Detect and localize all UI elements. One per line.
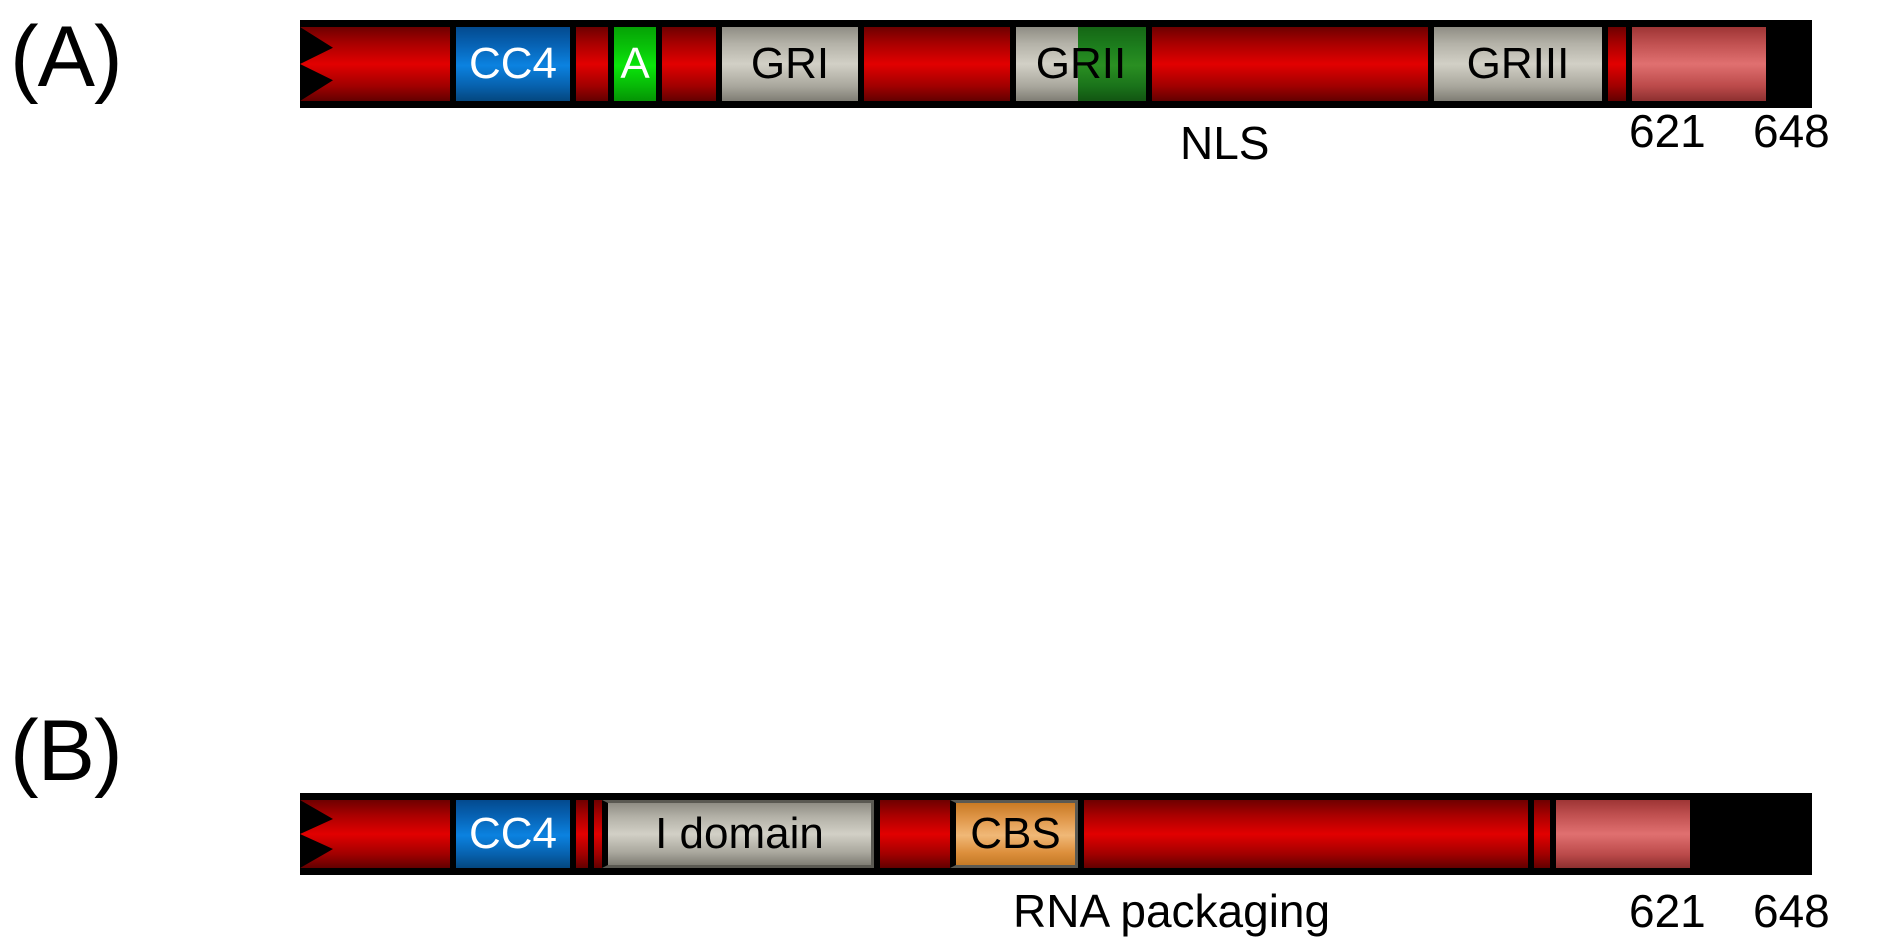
segment-grii-domain[interactable]: GRII [1010,27,1146,101]
panel-b: (B) CC4 I domain CBS RNA packaging 621 6… [0,330,1886,934]
segment-i-domain[interactable]: I domain [602,800,874,868]
segment-label-cc4: CC4 [468,39,558,88]
panel-b-letter: (B) [10,703,123,799]
segment-label-cc4: CC4 [468,809,558,858]
segment-linker-red-1 [570,800,588,868]
nls-region-overlay [1078,27,1146,101]
segment-linker-red-5 [1602,27,1626,101]
segment-linker-red-3 [858,27,1010,101]
segment-cbs-domain[interactable]: CBS [950,800,1078,868]
segment-a-domain[interactable]: A [608,27,656,101]
segment-griii-domain[interactable]: GRIII [1428,27,1602,101]
segment-label-cbs: CBS [970,809,1061,858]
segment-label-grii: GRII [1035,39,1127,88]
panel-a-letter: (A) [10,9,123,105]
segment-cc4-domain[interactable]: CC4 [450,27,570,101]
segment-n-terminal-red [300,27,450,101]
segment-linker-red-1 [570,27,608,101]
segment-gri-domain[interactable]: GRI [716,27,858,101]
segment-label-a: A [620,39,650,88]
panel-a: (A) CC4 A GRI GRII GRIII [0,0,1886,330]
panel-b-protein-bar: CC4 I domain CBS [300,793,1812,875]
rna-packaging-caption: RNA packaging [1013,885,1331,937]
protein-bar-track: CC4 A GRI GRII GRIII [300,20,1812,108]
segment-linker-red-2 [588,800,602,868]
segment-linker-red-4 [1146,27,1428,101]
panel-a-position-621: 621 [1629,105,1706,157]
segment-linker-red-2 [656,27,716,101]
segment-label-i-domain: I domain [655,809,824,858]
segment-cc4-domain[interactable]: CC4 [450,800,570,868]
segment-linker-red-5 [1528,800,1550,868]
segment-linker-red-3 [874,800,950,868]
panel-a-protein-bar: CC4 A GRI GRII GRIII [300,20,1812,108]
segment-linker-red-4 [1078,800,1528,868]
panel-b-position-648: 648 [1753,885,1830,937]
panel-b-position-621: 621 [1629,885,1706,937]
protein-bar-track: CC4 I domain CBS [300,793,1812,875]
segment-c-terminal-red [1550,800,1690,868]
segment-label-griii: GRIII [1466,39,1570,88]
segment-c-terminal-red [1626,27,1766,101]
nls-caption: NLS [1180,117,1270,169]
panel-a-position-648: 648 [1753,105,1830,157]
segment-label-gri: GRI [750,39,830,88]
segment-n-terminal-red [300,800,450,868]
